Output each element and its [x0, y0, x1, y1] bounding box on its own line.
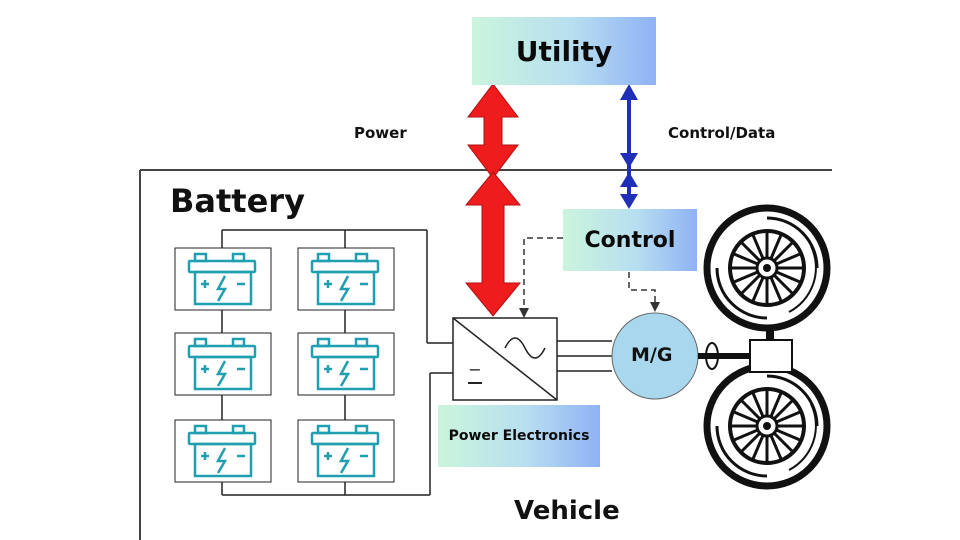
battery-icon	[173, 246, 273, 312]
utility-label: Utility	[515, 34, 613, 68]
dc-ac-converter-icon	[452, 317, 558, 401]
wheel-icon	[707, 208, 827, 328]
control-label: Control	[584, 227, 676, 253]
battery-icon	[296, 331, 396, 397]
control-signal-lines	[523, 237, 656, 308]
control-data-arrow	[620, 84, 638, 209]
three-phase-lines	[557, 340, 612, 372]
power-electronics-box: Power Electronics	[438, 405, 600, 467]
vehicle-label: Vehicle	[514, 496, 620, 526]
power-arrow	[464, 83, 522, 317]
utility-box: Utility	[472, 17, 656, 85]
vehicle-boundary	[139, 169, 832, 540]
battery-label: Battery	[170, 182, 305, 220]
battery-icon	[173, 331, 273, 397]
battery-icon	[296, 418, 396, 484]
battery-icon	[173, 418, 273, 484]
power-label: Power	[354, 124, 407, 142]
inverter-minus-sign: −	[468, 360, 481, 379]
control-data-label: Control/Data	[668, 124, 776, 142]
mg-label: M/G	[631, 344, 673, 366]
battery-icon	[296, 246, 396, 312]
power-electronics-label: Power Electronics	[448, 428, 590, 444]
battery-wiring	[221, 229, 453, 496]
control-box: Control	[563, 209, 697, 271]
signal-arrowhead-icon	[650, 302, 660, 312]
wheel-icon	[707, 366, 827, 486]
signal-arrowhead-icon	[519, 308, 529, 318]
differential-icon	[749, 339, 793, 373]
